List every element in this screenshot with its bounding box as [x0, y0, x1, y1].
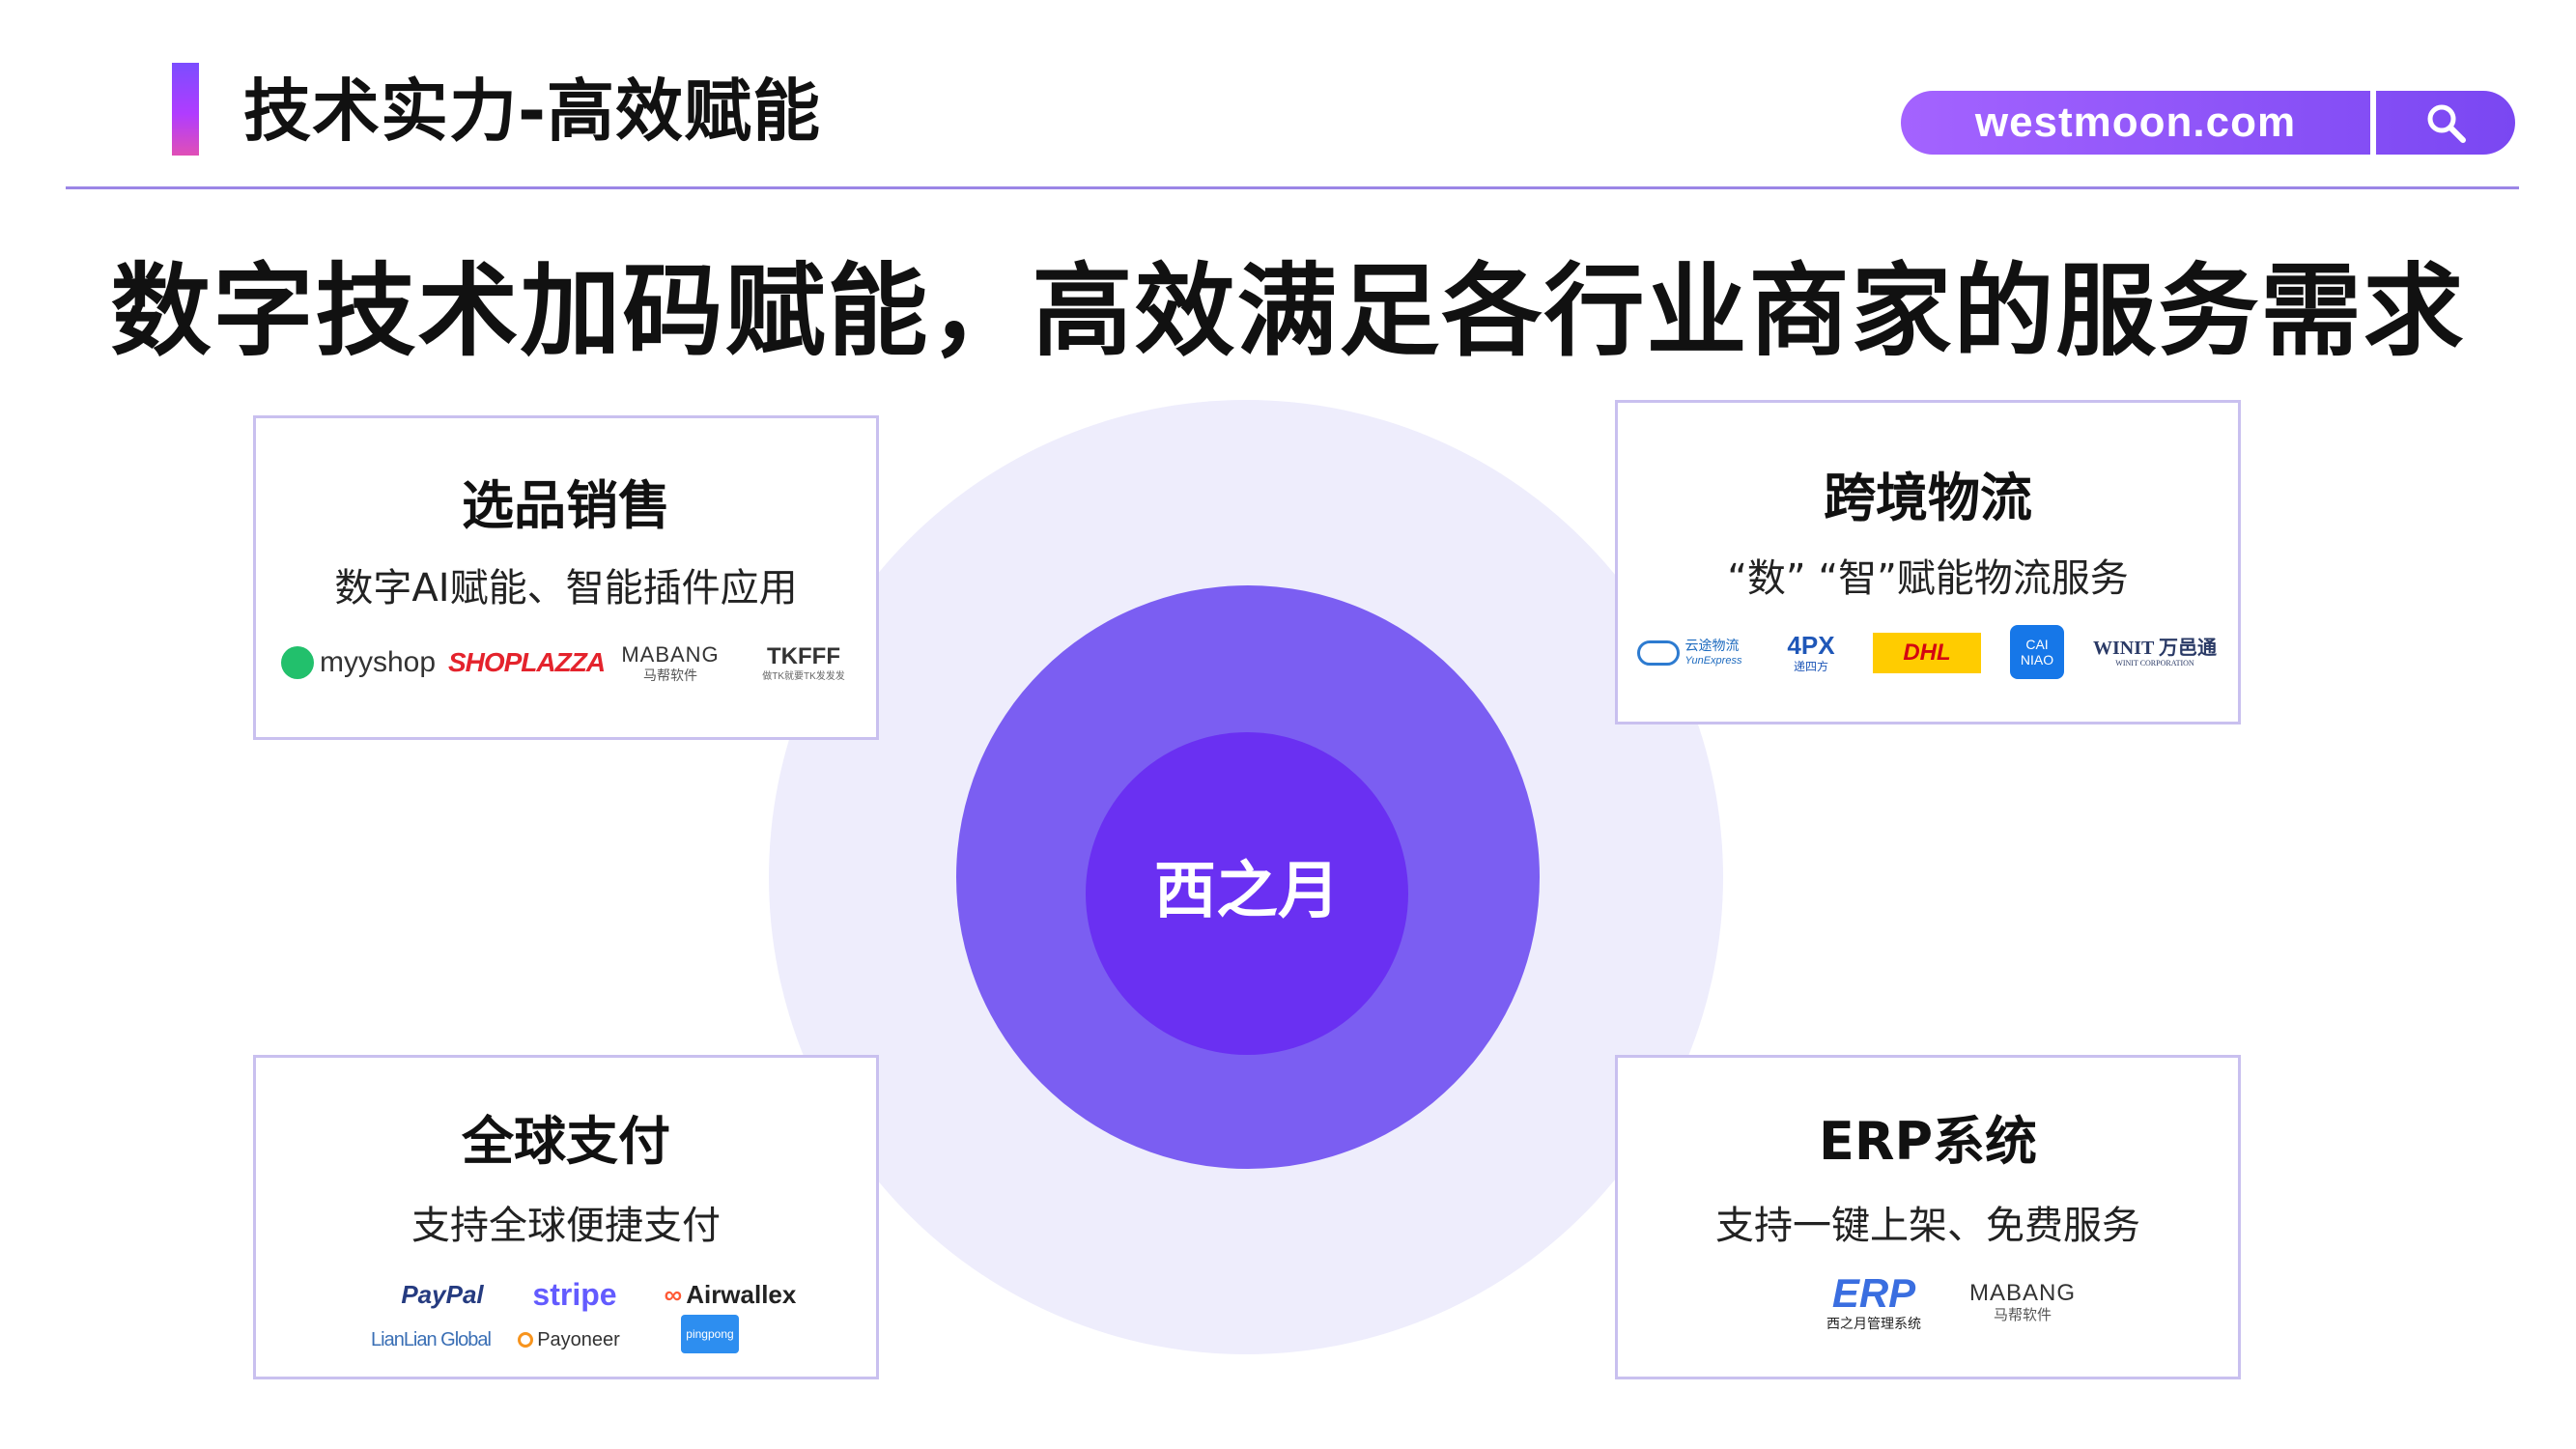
card-product-sales: 选品销售 数字AI赋能、智能插件应用 myyshop SHOPLAZZA MAB… [253, 415, 879, 740]
card-subtitle: 支持全球便捷支付 [411, 1204, 721, 1248]
winit-logo: WINIT 万邑通 WINIT CORPORATION [2093, 638, 2217, 668]
cloud-icon [1636, 640, 1680, 666]
dhl-logo: DHL [1873, 633, 1981, 673]
myyshop-icon [281, 646, 314, 679]
card-title: 全球支付 [462, 1111, 670, 1172]
yunexpress-logo: 云途物流 YunExpress [1629, 627, 1749, 679]
inner-circle [1086, 732, 1408, 1055]
search-button[interactable] [2376, 91, 2515, 155]
card-title: ERP系统 [1818, 1111, 2038, 1172]
payoneer-ring-icon [518, 1332, 534, 1348]
shoplazza-logo: SHOPLAZZA [447, 647, 606, 677]
airwallex-logo: ∞ Airwallex [664, 1279, 797, 1309]
card-title: 选品销售 [462, 475, 670, 536]
card-subtitle: 支持一键上架、免费服务 [1715, 1204, 2140, 1248]
myyshop-logo: myyshop [281, 639, 436, 687]
pingpong-logo: pingpong [681, 1315, 739, 1353]
search-divider [2370, 91, 2376, 155]
card-title: 跨境物流 [1824, 468, 2032, 528]
lianlian-logo: LianLian Global [371, 1328, 492, 1350]
4px-logo: 4PX 递四方 [1787, 631, 1835, 673]
cainiao-logo: CAI NIAO [2010, 625, 2064, 679]
title-accent-bar [172, 63, 199, 156]
site-search-bar[interactable]: westmoon.com [1901, 91, 2515, 155]
site-url-label[interactable]: westmoon.com [1974, 99, 2297, 146]
stripe-logo: stripe [532, 1276, 617, 1312]
page-title: 技术实力-高效赋能 [243, 71, 822, 151]
center-brand-label: 西之月 [1154, 856, 1340, 927]
card-logistics: 跨境物流 “数” “智”赋能物流服务 云途物流 YunExpress 4PX 递… [1615, 400, 2241, 724]
erp-logo: ERP 西之月管理系统 [1826, 1270, 1921, 1332]
airwallex-mark-icon: ∞ [664, 1279, 683, 1309]
card-payment: 全球支付 支持全球便捷支付 PayPal stripe ∞ Airwallex … [253, 1055, 879, 1379]
paypal-logo: PayPal [401, 1279, 484, 1309]
card-subtitle: 数字AI赋能、智能插件应用 [334, 566, 798, 611]
card-subtitle: “数” “智”赋能物流服务 [1727, 556, 2129, 601]
mabang-logo: MABANG 马帮软件 [1968, 1280, 2076, 1324]
main-headline: 数字技术加码赋能，高效满足各行业商家的服务需求 [110, 252, 2466, 370]
card-erp: ERP系统 支持一键上架、免费服务 ERP 西之月管理系统 MABANG 马帮软… [1615, 1055, 2241, 1379]
tkfff-logo: TKFFF 做TK就要TK发发发 [762, 643, 845, 682]
header-divider [66, 186, 2519, 189]
payoneer-logo: Payoneer [509, 1319, 629, 1361]
search-icon [2427, 104, 2466, 143]
mabang-logo: MABANG 马帮软件 [621, 642, 720, 684]
